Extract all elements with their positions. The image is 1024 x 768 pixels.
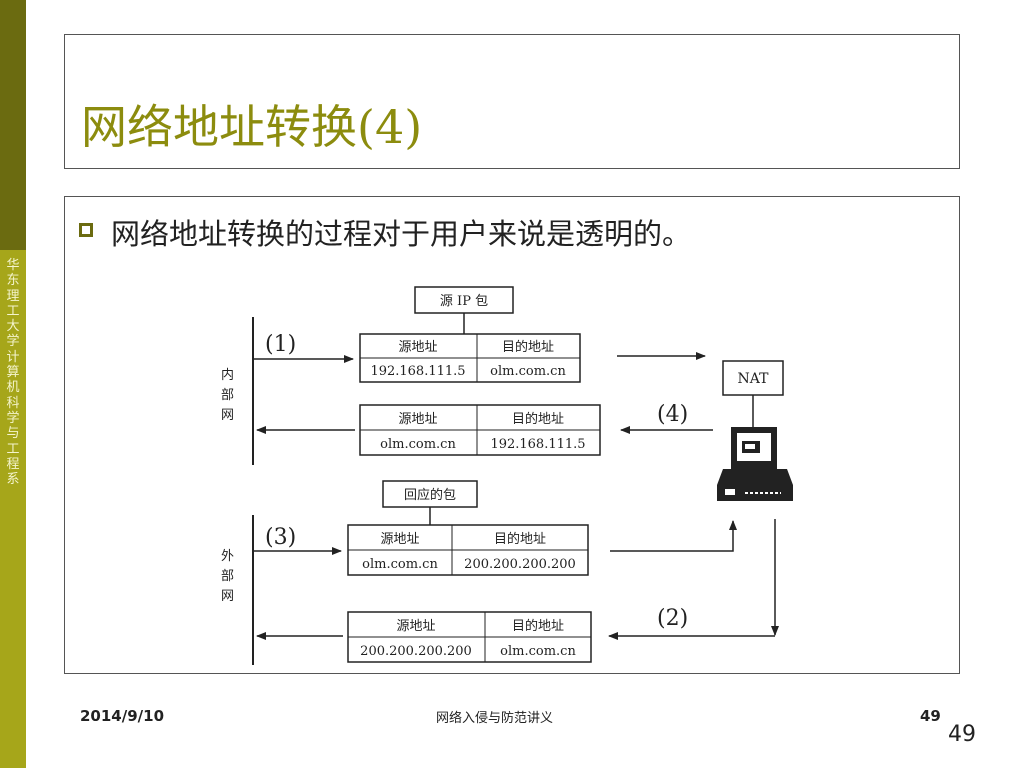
- external-net-char: 网: [221, 589, 234, 604]
- nat-diagram: 内 部 网 外 部 网 源 IP 包 源地址 目的地址 192.168.111.…: [221, 286, 793, 665]
- packet-3: 源地址 目的地址 olm.com.cn 200.200.200.200: [347, 524, 589, 576]
- sidebar-light-band: [0, 250, 26, 768]
- content-frame: 网络地址转换的过程对于用户来说是透明的。: [64, 196, 960, 674]
- sidebar-label-char: 东: [6, 273, 20, 289]
- packet-3-dest: 200.200.200.200: [464, 557, 576, 572]
- sidebar-label-char: 学: [6, 334, 20, 350]
- packet-1-source-header: 源地址: [398, 340, 437, 355]
- sidebar-department-label: 华东理工大学计算机科学与工程系: [4, 258, 22, 487]
- packet-1-dest: olm.com.cn: [490, 364, 566, 379]
- sidebar-label-char: 机: [6, 380, 20, 396]
- sidebar-label-char: 算: [6, 365, 20, 381]
- reply-packet-label: 回应的包: [404, 487, 456, 503]
- packet-2-source-header: 源地址: [398, 412, 437, 427]
- source-packet-label-box: [414, 286, 514, 314]
- step-1-label: (1): [265, 332, 296, 357]
- bullet-square-icon: [79, 223, 93, 237]
- packet-4-dest-header: 目的地址: [512, 618, 564, 634]
- slide-number: 49: [948, 722, 976, 747]
- packet-3-source: olm.com.cn: [362, 557, 438, 572]
- packet-1-dest-header: 目的地址: [502, 339, 554, 355]
- step-2-label: (2): [657, 606, 688, 631]
- nat-box: [722, 360, 784, 396]
- sidebar-label-char: 华: [6, 258, 20, 273]
- footer-date: 2014/9/10: [80, 707, 165, 725]
- packet-3-dest-header: 目的地址: [494, 531, 546, 547]
- packet-3-source-header: 源地址: [380, 532, 419, 547]
- step-4-label: (4): [657, 402, 688, 427]
- step-3-label: (3): [265, 525, 296, 550]
- nat-label: NAT: [738, 371, 770, 387]
- packet-2-source: olm.com.cn: [380, 437, 456, 452]
- external-net-char: 外: [221, 549, 234, 564]
- sidebar-label-char: 大: [6, 319, 20, 335]
- packet-2-dest: 192.168.111.5: [490, 437, 585, 452]
- packet-1-source: 192.168.111.5: [370, 364, 465, 379]
- internal-net-char: 部: [221, 388, 234, 403]
- sidebar-label-char: 系: [6, 472, 20, 488]
- sidebar-label-char: 程: [6, 456, 20, 472]
- packet-3-to-nat-arrow: [610, 520, 737, 552]
- packet-1: 源地址 目的地址 192.168.111.5 olm.com.cn: [359, 333, 581, 383]
- sidebar-label-char: 科: [6, 395, 20, 411]
- internal-network-label: 内 部 网: [221, 367, 234, 423]
- bullet-text: 网络地址转换的过程对于用户来说是透明的。: [111, 217, 692, 251]
- sidebar-dark-band: [0, 0, 26, 250]
- external-network-label: 外 部 网: [221, 549, 234, 604]
- sidebar-label-char: 与: [6, 426, 20, 442]
- title-frame: 网络地址转换(4): [64, 34, 960, 169]
- sidebar-label-char: 工: [6, 303, 20, 319]
- packet-4-dest: olm.com.cn: [500, 644, 576, 659]
- footer-page-number: 49: [920, 707, 941, 725]
- sidebar-label-char: 理: [6, 288, 20, 304]
- sidebar-label-char: 计: [6, 349, 20, 365]
- packet-4-source-header: 源地址: [396, 619, 435, 634]
- slide-title: 网络地址转换(4): [81, 100, 423, 154]
- packet-2-dest-header: 目的地址: [512, 411, 564, 427]
- reply-packet-label-box: [382, 480, 478, 508]
- internal-net-char: 网: [221, 408, 234, 423]
- internal-net-char: 内: [221, 367, 234, 383]
- packet-2: 源地址 目的地址 olm.com.cn 192.168.111.5: [359, 404, 601, 456]
- sidebar-label-char: 学: [6, 410, 20, 426]
- source-packet-label: 源 IP 包: [440, 294, 488, 309]
- footer-course-title: 网络入侵与防范讲义: [436, 711, 554, 726]
- packet-4: 源地址 目的地址 200.200.200.200 olm.com.cn: [347, 611, 592, 663]
- sidebar-label-char: 工: [6, 441, 20, 457]
- external-net-char: 部: [221, 569, 234, 584]
- packet-4-source: 200.200.200.200: [360, 644, 472, 659]
- computer-icon: [717, 427, 793, 501]
